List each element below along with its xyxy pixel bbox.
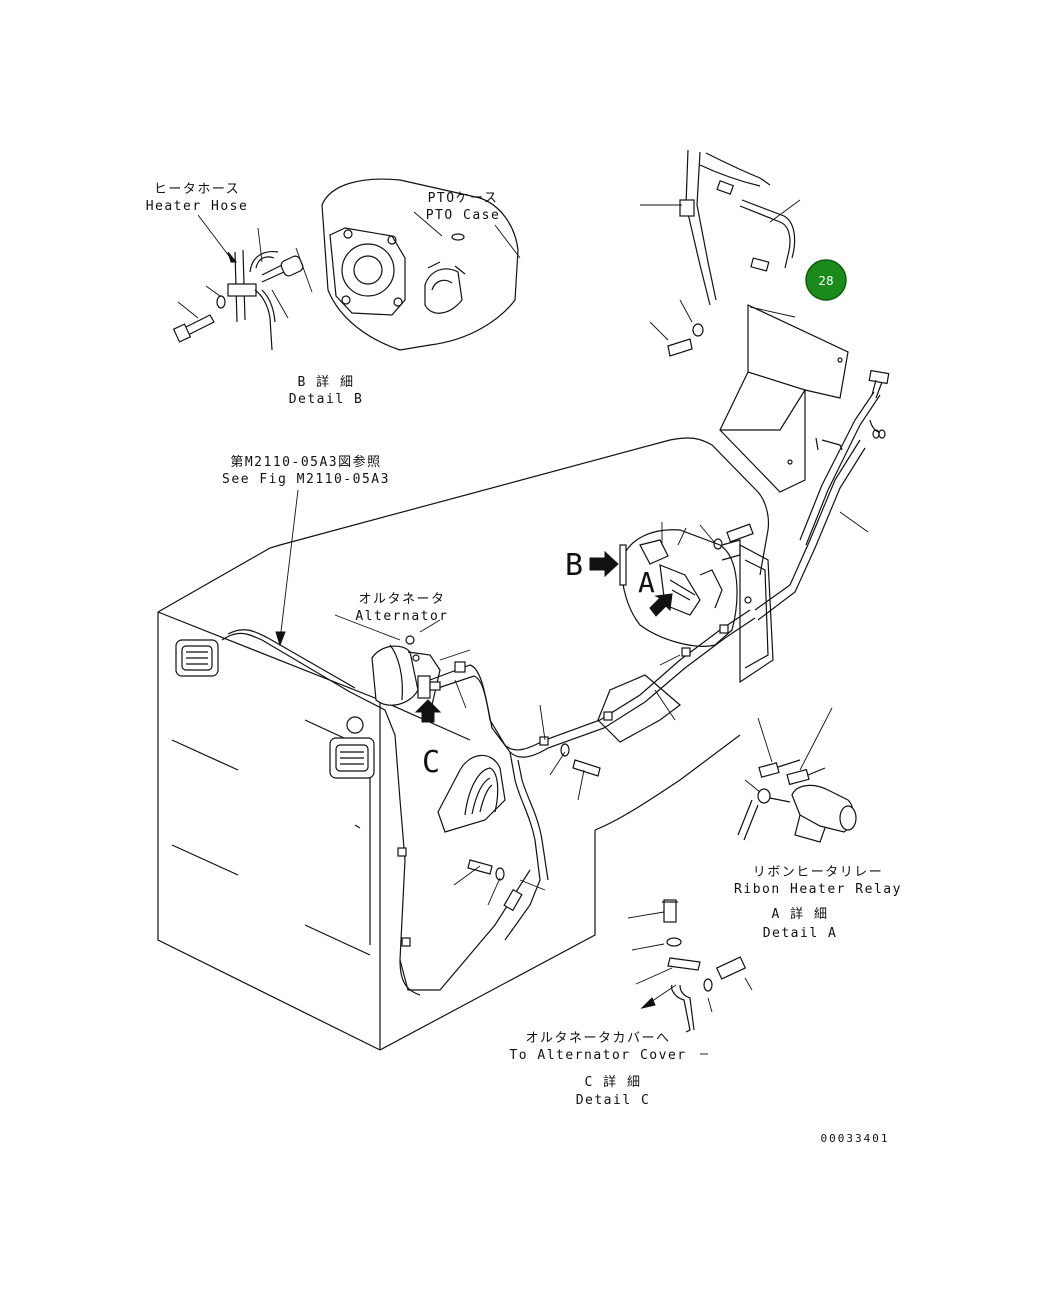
detail-b-drawing [172, 178, 521, 351]
detail-a-drawing [737, 707, 857, 843]
detail-b-label-en: Detail B [289, 392, 364, 407]
alternator-label-jp: オルタネータ [358, 592, 445, 607]
ribbon-heater-relay-label-jp: リボンヒータリレー [753, 865, 884, 880]
detail-c-label-en: Detail C [576, 1093, 651, 1108]
detail-c-label-jp: C 詳 細 [585, 1074, 642, 1090]
callout-number: 28 [818, 274, 833, 288]
alternator-cover-label-jp: オルタネータカバーへ [525, 1031, 670, 1046]
see-fig-label-en: See Fig M2110-05A3 [222, 472, 390, 487]
machine-body [157, 437, 869, 1051]
alternator-cover-label-en: To Alternator Cover [509, 1048, 686, 1063]
heater-hose-label-jp: ヒータホース [154, 182, 240, 197]
heater-hose-label-en: Heater Hose [146, 199, 249, 214]
detail-b-label-jp: B 詳 細 [298, 374, 355, 390]
detail-c-drawing [627, 899, 753, 1055]
callout-badge[interactable] [805, 259, 847, 301]
drawing-number: 00033401 [821, 1132, 890, 1145]
view-c-marker: C [422, 745, 440, 780]
relay-bracket-drawing [640, 149, 890, 546]
see-fig-label-jp: 第M2110-05A3図参照 [230, 454, 381, 470]
pto-case-label-jp: PTOケース [428, 191, 499, 206]
ribbon-heater-relay-label-en: Ribon Heater Relay [734, 882, 902, 897]
view-a-marker: A [638, 566, 655, 599]
callout-28[interactable]: 28 [805, 259, 847, 301]
alternator-label-en: Alternator [355, 609, 448, 624]
detail-a-label-en: Detail A [763, 926, 838, 941]
detail-a-label-jp: A 詳 細 [772, 906, 829, 922]
pto-case-label-en: PTO Case [426, 208, 501, 223]
view-b-marker: B [565, 548, 583, 583]
